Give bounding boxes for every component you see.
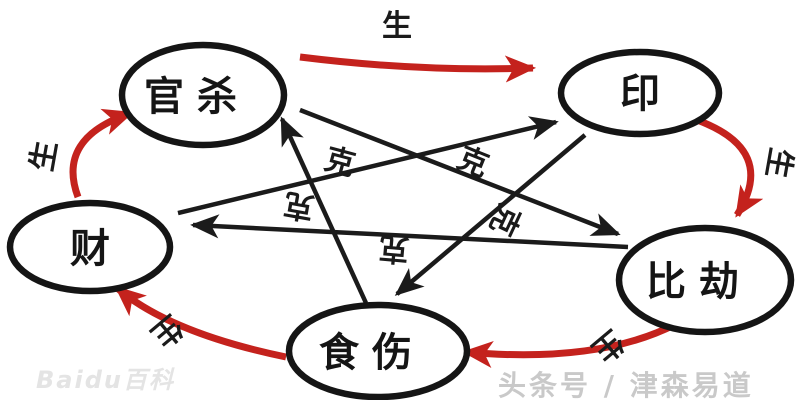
arrow-yin-generates-bijie xyxy=(695,116,764,218)
node-bijie-label: 比劫 xyxy=(646,259,752,305)
node-guansha-circle xyxy=(118,41,288,149)
label-sheng-bottom-right: 生 xyxy=(585,323,630,369)
arrow-bijie-generates-shishang xyxy=(461,320,678,368)
node-labels: 官杀 印 比劫 食伤 财 xyxy=(70,71,752,376)
node-bijie-circle xyxy=(615,224,795,336)
label-sheng-top: 生 xyxy=(382,9,412,44)
arrow-cai-overcomes-yin xyxy=(177,116,559,216)
arrow-shishang-generates-cai xyxy=(114,285,287,361)
label-ke-4: 克 xyxy=(281,186,317,226)
arrow-guansha-generates-yin xyxy=(299,53,537,83)
label-ke-5: 克 xyxy=(482,199,526,241)
label-ke-3: 克 xyxy=(378,230,411,267)
arrow-cai-generates-guansha xyxy=(69,108,134,199)
arrow-guansha-overcomes-bijie xyxy=(299,107,621,237)
node-guansha-label: 官杀 xyxy=(144,74,250,120)
nodes xyxy=(6,41,795,400)
node-cai-label: 财 xyxy=(70,226,110,272)
node-cai-circle xyxy=(6,199,174,295)
generation-arrows xyxy=(69,53,764,368)
node-shishang-circle xyxy=(285,301,471,400)
arrow-shishang-overcomes-guansha xyxy=(279,116,369,304)
label-sheng-left: 生 xyxy=(25,138,65,174)
label-sheng-right: 生 xyxy=(759,145,799,181)
node-yin-circle xyxy=(557,48,723,138)
arrow-bijie-overcomes-cai xyxy=(190,214,629,250)
arrow-yin-overcomes-shishang xyxy=(394,133,587,296)
node-shishang-label: 食伤 xyxy=(319,330,425,376)
overcoming-arrows xyxy=(177,107,629,304)
node-yin-label: 印 xyxy=(620,71,660,117)
